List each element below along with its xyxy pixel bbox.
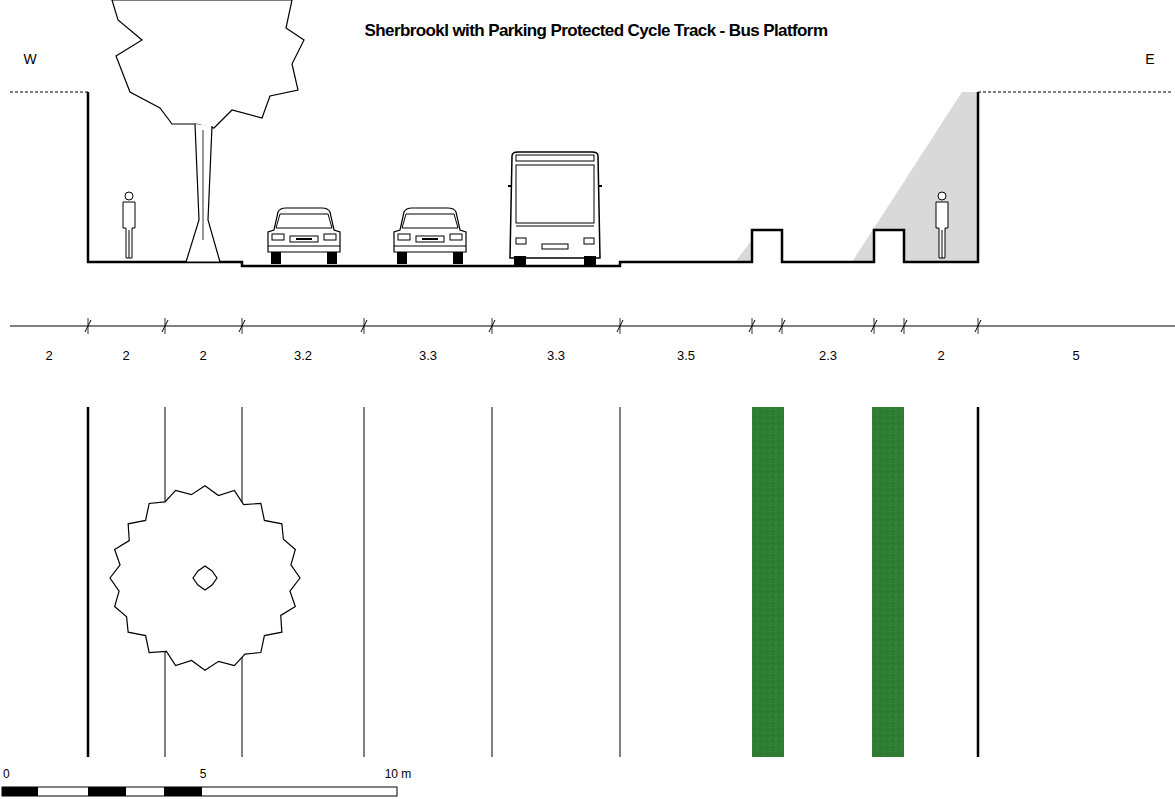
dimension-tick [978,318,979,334]
dimension-tick [364,318,365,334]
dimension-label: 2 [122,349,129,362]
dimension-tick [782,318,783,334]
scale-bar [2,787,397,796]
scale-label: 10 m [385,768,412,780]
fill-slope [735,240,752,262]
planted-curb [752,407,784,757]
planted-curb [872,407,904,757]
tree-crown [112,0,304,128]
property-line [978,92,1172,93]
dimension-tick [620,318,621,334]
pedestrian [123,192,135,258]
diagram-title: Sherbrookl with Parking Protected Cycle … [365,22,828,39]
dimension-tick [492,318,493,334]
dimension-label: 3.2 [294,349,312,362]
bus [508,152,602,265]
dimension-tick [904,318,905,334]
dimension-ticks [85,318,981,334]
dimension-label: 3.3 [547,349,565,362]
tree-trunk-line [203,130,204,240]
dimension-tick [242,318,243,334]
tree-plan [110,486,300,670]
dimension-label: 3.5 [677,349,695,362]
tree-trunk-plan [193,566,217,590]
building-shadow [852,92,978,262]
dimension-tick [165,318,166,334]
plan-view [88,407,978,757]
dimension-line [10,318,1175,334]
dimension-tick [88,318,89,334]
dimension-label: 2 [199,349,206,362]
dimension-label: 2 [45,349,52,362]
car [268,208,340,264]
tree-trunk [186,124,220,262]
property-line [10,92,88,93]
dimension-label: 2 [937,349,944,362]
dimension-tick [874,318,875,334]
tree-crown-plan [110,486,300,670]
dimension-tick [752,318,753,334]
compass-label: E [1145,52,1154,66]
scale-label: 0 [3,768,10,780]
scale-label: 5 [200,768,207,780]
compass-label: W [23,52,36,66]
dimension-label: 3.3 [419,349,437,362]
car [394,208,466,264]
dimension-label: 2.3 [819,349,837,362]
dimension-label: 5 [1072,349,1079,362]
pedestrian [936,192,948,258]
